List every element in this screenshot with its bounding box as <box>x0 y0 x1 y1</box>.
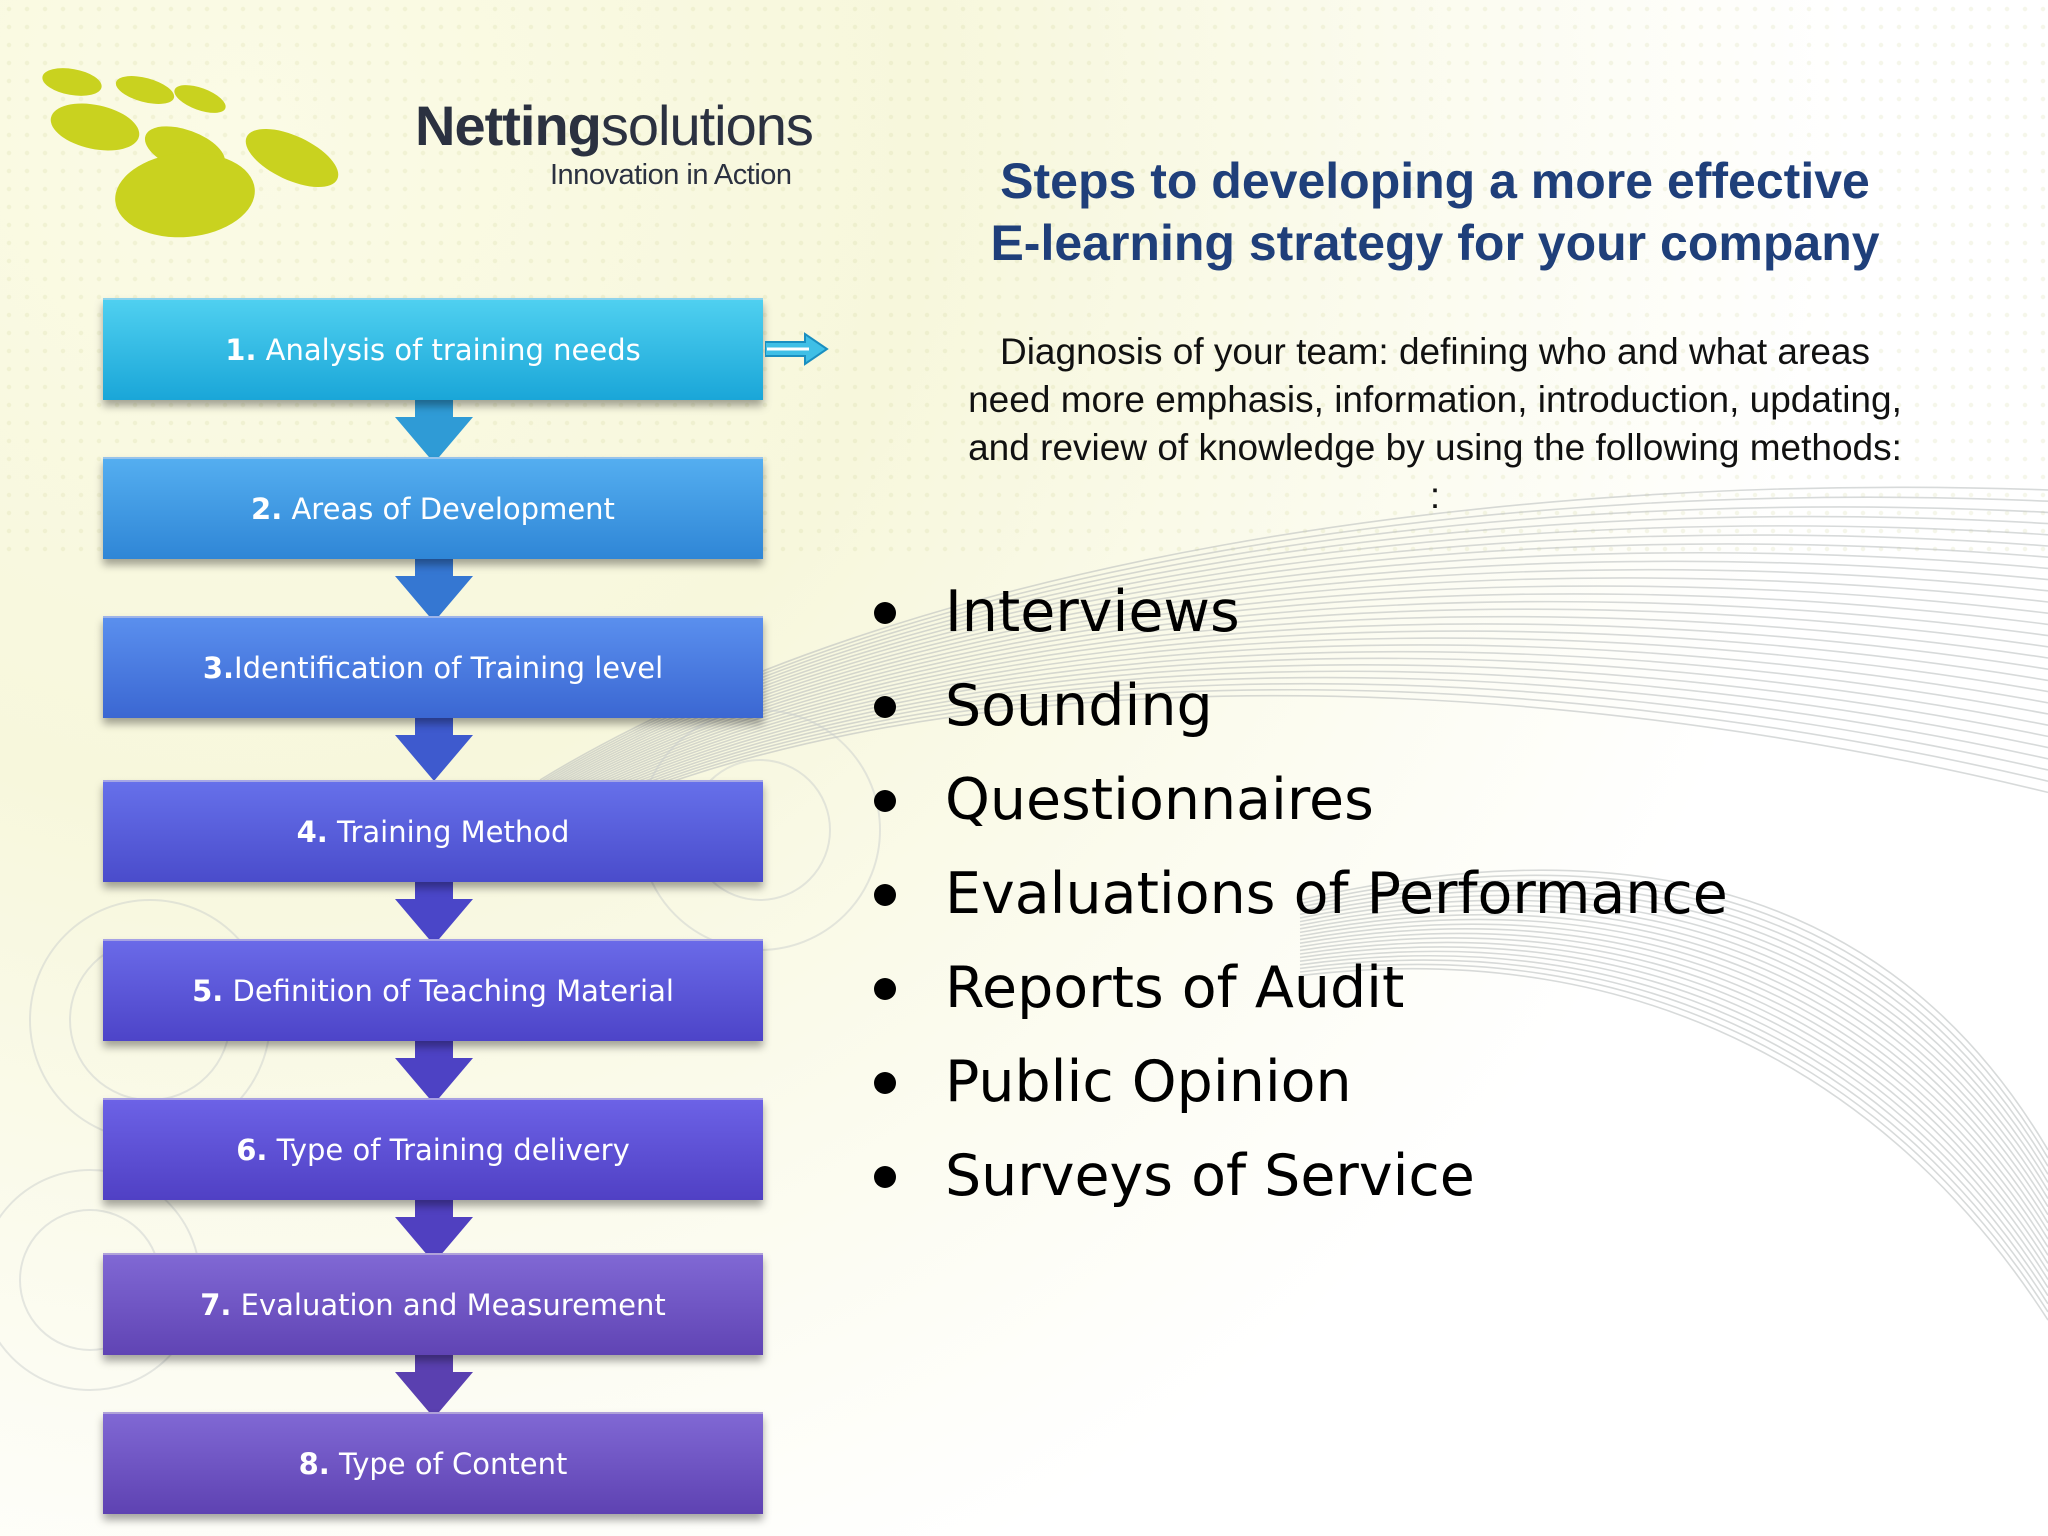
step-box-8: 8. Type of Content <box>103 1412 763 1514</box>
method-label: Sounding <box>945 673 1213 739</box>
bullet-icon <box>874 1072 896 1094</box>
down-arrow-icon <box>395 1350 473 1418</box>
description-text: Diagnosis of your team: defining who and… <box>870 328 2000 520</box>
method-item: Sounding <box>860 659 1728 753</box>
method-label: Evaluations of Performance <box>945 861 1728 927</box>
step-label: 8. Type of Content <box>298 1447 568 1481</box>
methods-list: Interviews Sounding Questionnaires Evalu… <box>860 565 1728 1223</box>
method-label: Public Opinion <box>945 1049 1352 1115</box>
step-label: 6. Type of Training delivery <box>236 1133 630 1167</box>
method-item: Evaluations of Performance <box>860 847 1728 941</box>
method-item: Surveys of Service <box>860 1129 1728 1223</box>
bullet-icon <box>874 884 896 906</box>
down-arrow-icon <box>395 713 473 781</box>
method-item: Reports of Audit <box>860 941 1728 1035</box>
step-label: 1. Analysis of training needs <box>225 333 641 367</box>
step-box-6: 6. Type of Training delivery <box>103 1098 763 1200</box>
step-label: 2. Areas of Development <box>251 492 615 526</box>
company-logo: Nettingsolutions Innovation in Action <box>30 55 830 255</box>
step-label: 3.Identification of Training level <box>202 651 664 685</box>
step-box-7: 7. Evaluation and Measurement <box>103 1253 763 1355</box>
bullet-icon <box>874 790 896 812</box>
step-label: 7. Evaluation and Measurement <box>200 1288 666 1322</box>
step-box-1: 1. Analysis of training needs <box>103 298 763 400</box>
down-arrow-icon <box>395 395 473 463</box>
description-line-1: Diagnosis of your team: defining who and… <box>999 331 1870 372</box>
title-line-1: Steps to developing a more effective <box>1000 153 1870 209</box>
step-label: 5. Definition of Teaching Material <box>192 974 674 1008</box>
bullet-icon <box>874 696 896 718</box>
description-line-2: need more emphasis, information, introdu… <box>968 379 1902 420</box>
method-item: Public Opinion <box>860 1035 1728 1129</box>
step-box-3: 3.Identification of Training level <box>103 616 763 718</box>
step-box-4: 4. Training Method <box>103 780 763 882</box>
down-arrow-icon <box>395 554 473 622</box>
down-arrow-icon <box>395 1036 473 1104</box>
logo-wordmark: Nettingsolutions <box>415 94 814 157</box>
method-item: Questionnaires <box>860 753 1728 847</box>
method-item: Interviews <box>860 565 1728 659</box>
down-arrow-icon <box>395 877 473 945</box>
bullet-icon <box>874 602 896 624</box>
description-line-4: : <box>1429 475 1441 516</box>
step-label: 4. Training Method <box>296 815 570 849</box>
method-label: Surveys of Service <box>945 1143 1475 1209</box>
method-label: Interviews <box>945 579 1240 645</box>
logo-tagline: Innovation in Action <box>550 159 792 191</box>
method-label: Questionnaires <box>945 767 1374 833</box>
bullet-icon <box>874 1166 896 1188</box>
title-line-2: E-learning strategy for your company <box>990 215 1880 271</box>
description-line-3: and review of knowledge by using the fol… <box>968 427 1902 468</box>
logo-dots-icon <box>42 68 339 238</box>
step-box-2: 2. Areas of Development <box>103 457 763 559</box>
method-label: Reports of Audit <box>945 955 1405 1021</box>
right-arrow-icon <box>765 332 829 366</box>
down-arrow-icon <box>395 1195 473 1263</box>
bullet-icon <box>874 978 896 1000</box>
step-box-5: 5. Definition of Teaching Material <box>103 939 763 1041</box>
slide-title: Steps to developing a more effective E-l… <box>920 150 1950 274</box>
